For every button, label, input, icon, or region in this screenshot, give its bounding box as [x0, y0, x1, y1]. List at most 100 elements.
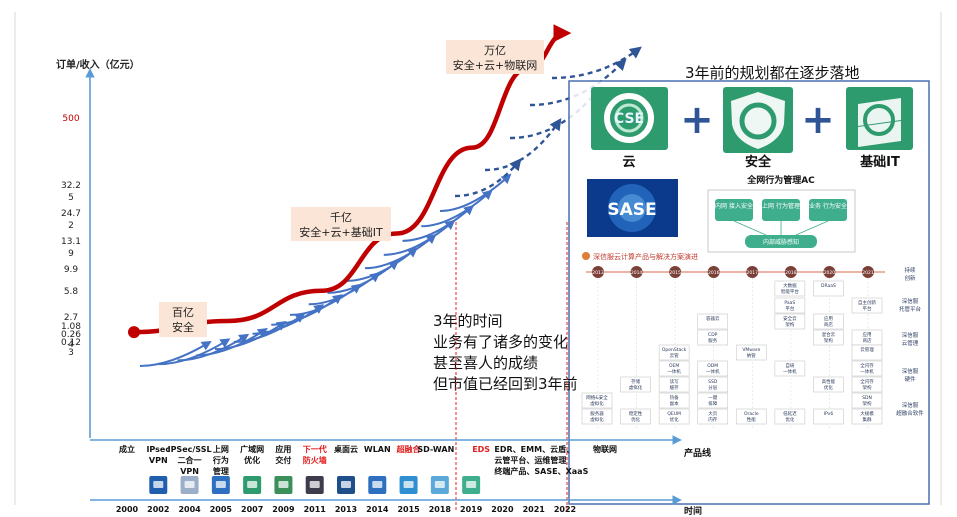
y-tick-8: 5.8 — [64, 287, 79, 297]
svg-text:副本: 副本 — [670, 400, 679, 407]
svg-text:服务: 服务 — [708, 337, 717, 344]
svg-text:应用: 应用 — [863, 331, 872, 338]
roadmap-year-dot-2017 — [746, 266, 759, 278]
svg-text:内部威胁感知: 内部威胁感知 — [763, 238, 799, 246]
svg-text:一键: 一键 — [708, 394, 717, 401]
product-2019: EDS — [472, 445, 490, 454]
svg-text:读写: 读写 — [670, 378, 679, 385]
roadmap-right-2-0: 深信服 — [902, 331, 919, 339]
year-2020: 2020 — [491, 505, 514, 514]
stage-arrow-14 — [402, 205, 475, 242]
svg-text:智能平台: 智能平台 — [781, 288, 799, 295]
svg-text:服务器: 服务器 — [590, 410, 604, 417]
product-2020-2: 终端产品、SASE、XaaS — [493, 466, 588, 476]
svg-text:热备: 热备 — [670, 394, 679, 401]
svg-text:安全+云+物联网: 安全+云+物联网 — [453, 58, 537, 72]
svg-text:网络&安全: 网络&安全 — [586, 394, 608, 401]
card-cloud: CSE 云 — [591, 87, 668, 170]
svg-text:架构: 架构 — [785, 321, 794, 328]
svg-text:QEUM: QEUM — [667, 411, 681, 417]
future-arrow-4 — [551, 46, 642, 80]
stage-arrow-15 — [421, 189, 493, 228]
y-tick-11: 0.26 — [61, 330, 81, 340]
svg-text:低延迟: 低延迟 — [783, 410, 797, 417]
svg-text:集群: 集群 — [863, 416, 872, 423]
svg-text:SSD: SSD — [708, 379, 718, 385]
roadmap-right-2-1: 云管理 — [902, 339, 919, 347]
roadmap-right-3-1: 硬件 — [904, 375, 916, 383]
year-2005: 2005 — [210, 505, 233, 514]
product-2007-1: 优化 — [244, 455, 260, 465]
svg-text:VMware: VMware — [742, 347, 760, 353]
roadmap-box: DRaaS — [813, 280, 844, 297]
stage-arrow-6 — [252, 304, 325, 335]
year-2000: 2000 — [116, 505, 139, 514]
svg-text:架构: 架构 — [824, 337, 833, 344]
stage-label-10000yi: 万亿 安全+云+物联网 — [446, 40, 544, 74]
svg-text:一体机: 一体机 — [860, 368, 874, 375]
svg-text:虚拟化: 虚拟化 — [629, 384, 643, 391]
product-2002-1: VPN — [149, 456, 168, 465]
y-tick-10: 1.08 — [61, 322, 81, 332]
svg-text:全闪存: 全闪存 — [860, 378, 874, 385]
svg-text:业务 行为安全: 业务 行为安全 — [809, 202, 847, 210]
future-arrow-3 — [529, 58, 627, 107]
svg-text:千亿: 千亿 — [330, 211, 352, 224]
year-2018: 2018 — [429, 505, 452, 514]
svg-text:DRaaS: DRaaS — [821, 283, 836, 289]
year-2022: 2022 — [554, 505, 576, 514]
product-axis-label: 产品线 — [684, 447, 711, 459]
roadmap-year-dot-2015 — [669, 266, 682, 278]
year-2019: 2019 — [460, 505, 483, 514]
sase-tile: SASE — [587, 179, 678, 237]
product-icon-2007 — [243, 476, 262, 494]
ac-diagram: 全网行为管理AC 内网 接入安全 上网 行为管理 业务 行为安全 内部威胁感知 — [707, 174, 856, 253]
roadmap-year-2015: 2015 — [669, 270, 681, 276]
year-2021: 2021 — [523, 505, 546, 514]
svg-text:自主创新: 自主创新 — [858, 299, 876, 306]
stage-label-1000yi: 千亿 安全+云+基础IT — [291, 207, 391, 241]
roadmap-year-dot-2021 — [862, 266, 874, 278]
y-tick-1: 32.2 — [61, 181, 81, 191]
card-security: 安全 — [723, 87, 793, 170]
svg-text:甚至喜人的成绩: 甚至喜人的成绩 — [433, 354, 538, 372]
product-2004-1: 二合一 — [178, 455, 202, 465]
y-tick-2: 5 — [68, 193, 74, 203]
year-2013: 2013 — [335, 505, 357, 514]
roadmap-box: 云管理 — [851, 344, 883, 361]
product-icon-2002 — [149, 476, 168, 494]
product-icon-2013 — [337, 476, 355, 494]
svg-text:OEM: OEM — [669, 363, 679, 369]
svg-text:万亿: 万亿 — [484, 44, 506, 57]
svg-text:但市值已经回到3年前: 但市值已经回到3年前 — [433, 375, 578, 393]
year-2011: 2011 — [304, 505, 327, 514]
roadmap-box: 容器云 — [697, 313, 729, 330]
panel-title: 3年前的规划都在逐步落地 — [685, 64, 860, 82]
product-2007-0: 广域网 — [240, 444, 264, 454]
product-2020-1: 云管平台、运维管理 — [494, 455, 566, 465]
stage-arrow-1 — [158, 338, 231, 366]
y-tick-14: 3 — [68, 348, 74, 358]
svg-text:稳定性: 稳定性 — [629, 410, 643, 417]
trend-start-dot — [128, 326, 140, 339]
roadmap-year-2017: 2017 — [747, 270, 759, 276]
product-icon-2011 — [305, 476, 324, 494]
product-2002-0: IPsec — [146, 445, 170, 454]
svg-text:自研: 自研 — [785, 362, 794, 369]
svg-text:安全+云+基础IT: 安全+云+基础IT — [299, 225, 383, 239]
product-icon-2009 — [274, 476, 293, 494]
year-2014: 2014 — [366, 505, 389, 514]
stage-arrow-0 — [139, 340, 212, 367]
product-icon-2014 — [368, 476, 387, 494]
